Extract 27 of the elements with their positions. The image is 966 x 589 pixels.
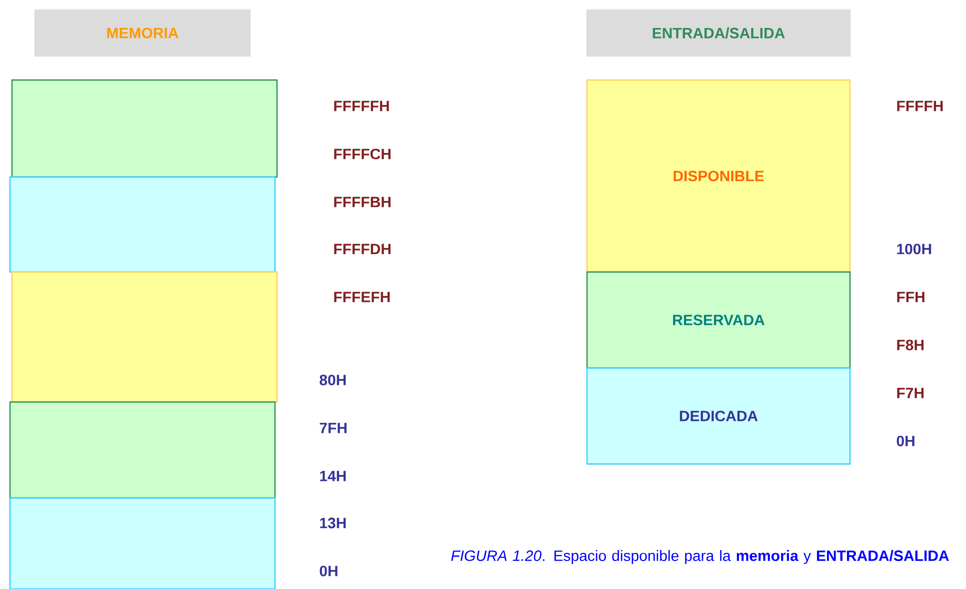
header-box: ENTRADA/SALIDA	[586, 9, 851, 57]
memory-block	[9, 176, 276, 273]
address-label: 0H	[320, 566, 338, 576]
address-label: 13H	[320, 518, 346, 528]
io-block: DISPONIBLE	[586, 79, 851, 273]
address-label: FFFEFH	[334, 292, 390, 302]
address-label: FFFFFH	[334, 100, 389, 112]
memory-block	[11, 79, 278, 178]
figure-caption: FIGURA 1.20. Espacio disponible para la memoria y ENTRADA/SALIDA	[451, 550, 949, 564]
io-block: RESERVADA	[586, 271, 851, 369]
memory-block	[9, 497, 276, 589]
address-label: FFFFBH	[334, 196, 390, 208]
address-label: FFFFCH	[334, 148, 390, 160]
address-label: FFFFH	[897, 100, 943, 112]
address-label: F8H	[897, 340, 924, 350]
memory-block	[9, 401, 276, 499]
address-label: 0H	[896, 436, 914, 446]
memory-block	[11, 271, 278, 403]
address-label: 80H	[320, 374, 346, 386]
io-block: DEDICADA	[586, 367, 851, 465]
address-label: FFH	[897, 292, 924, 302]
address-label: 7FH	[320, 422, 347, 434]
header-box: MEMORIA	[34, 9, 251, 57]
address-label: FFFFDH	[334, 244, 390, 254]
address-label: F7H	[897, 388, 924, 398]
address-label: 14H	[320, 470, 346, 482]
address-label: 100H	[897, 244, 932, 254]
